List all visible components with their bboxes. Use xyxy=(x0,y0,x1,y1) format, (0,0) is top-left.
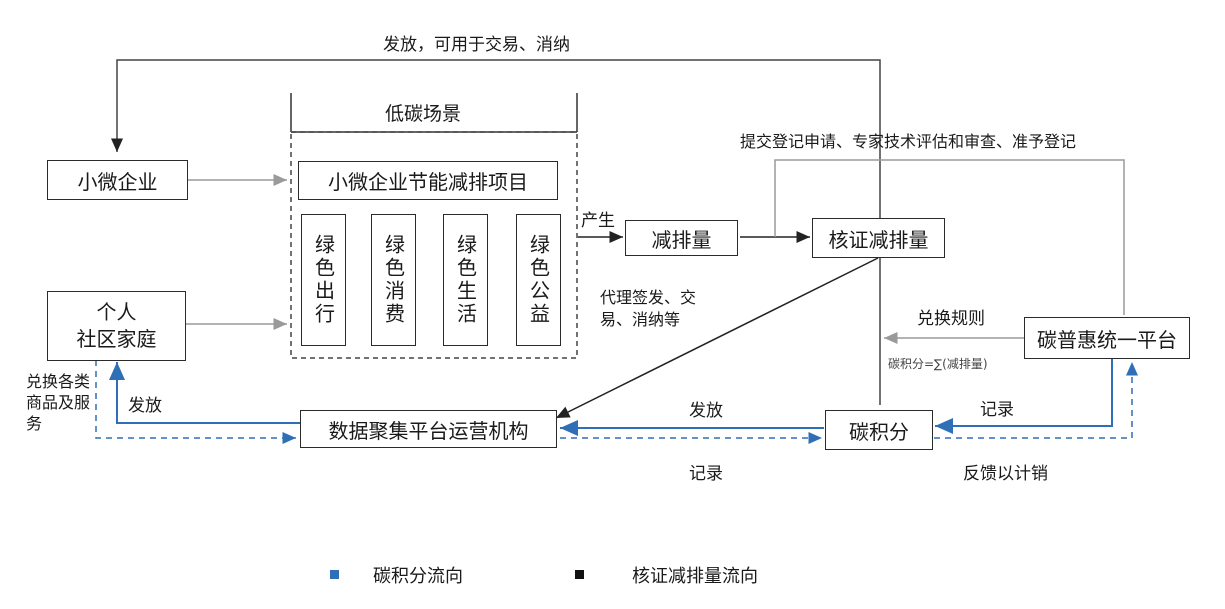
platform-node: 碳普惠统一平台 xyxy=(1024,317,1190,359)
project-node: 小微企业节能减排项目 xyxy=(298,161,558,200)
carbon-points-node: 碳积分 xyxy=(825,410,933,450)
verified-to-agency-arrow xyxy=(555,257,879,419)
small-enterprise-node: 小微企业 xyxy=(47,160,188,200)
agency-service-label: 代理签发、交易、消纳等 xyxy=(600,288,697,329)
scene-title: 低碳场景 xyxy=(385,103,462,125)
legend-black-marker xyxy=(575,570,584,579)
green-item-travel: 绿色出行 xyxy=(301,214,346,346)
submit-loop-line xyxy=(774,159,1125,315)
exchange-rule-label: 兑换规则 xyxy=(917,309,985,329)
produce-label: 产生 xyxy=(581,211,615,231)
platform-to-points-arrow xyxy=(935,358,1113,434)
submit-label: 提交登记申请、专家技术评估和审查、准予登记 xyxy=(740,132,1077,151)
verified-reduction-node: 核证减排量 xyxy=(812,218,945,258)
legend-verified-flow: 核证减排量流向 xyxy=(632,566,758,587)
carbon-calc-label: 碳积分=∑(减排量) xyxy=(888,357,988,371)
green-item-charity: 绿色公益 xyxy=(516,214,561,346)
legend-carbon-points-flow: 碳积分流向 xyxy=(373,566,463,587)
data-agency-node: 数据聚集平台运营机构 xyxy=(300,410,557,448)
issue-right-label: 发放 xyxy=(689,401,723,421)
top-loop-arrow xyxy=(111,59,881,405)
green-item-life: 绿色生活 xyxy=(443,214,488,346)
agency-to-individual-arrow xyxy=(109,362,300,424)
scene-dashed-frame xyxy=(290,131,578,359)
redeem-label: 兑换各类商品及服务 xyxy=(26,372,91,433)
emission-reduction-node: 减排量 xyxy=(625,220,738,256)
record-right-label: 记录 xyxy=(980,400,1014,420)
individual-to-agency-dashed xyxy=(95,360,296,444)
legend-blue-marker xyxy=(330,570,339,579)
individual-node: 个人 社区家庭 xyxy=(47,291,186,361)
green-item-consumption: 绿色消费 xyxy=(371,214,416,346)
top-loop-label: 发放，可用于交易、消纳 xyxy=(383,35,570,55)
record-bottom-label: 记录 xyxy=(689,464,723,484)
issue-left-label: 发放 xyxy=(128,396,162,416)
feedback-label: 反馈以计销 xyxy=(963,464,1048,484)
